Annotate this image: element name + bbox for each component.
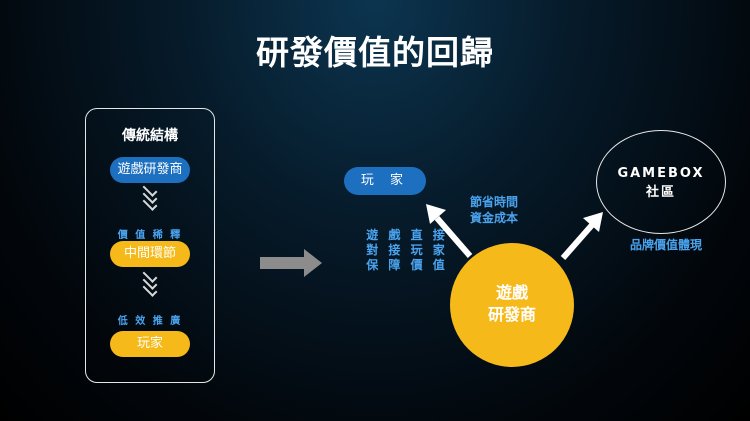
direct-connection-text: 遊 戲 直 接 對 接 玩 家 保 障 價 值 — [366, 228, 448, 272]
chevron-down-icon — [142, 182, 158, 216]
developer-circle-label: 遊戲 研發商 — [487, 283, 536, 324]
gamebox-community-circle — [596, 130, 726, 234]
traditional-structure-panel — [85, 108, 215, 383]
arrow-up-right-icon — [560, 212, 603, 260]
traditional-structure-heading: 傳統結構 — [122, 128, 178, 144]
player-pill: 玩 家 — [344, 167, 426, 195]
brand-value-label: 品牌價值體現 — [629, 238, 702, 252]
savings-text: 節省時間 資金成本 — [469, 195, 518, 225]
gamebox-community-label: GAMEBOX 社區 — [617, 166, 705, 200]
chevron-down-icon — [142, 268, 158, 302]
arrow-right-icon — [260, 249, 322, 277]
player-pill-traditional: 玩家 — [110, 331, 190, 357]
page-title: 研發價值的回歸 — [256, 33, 494, 72]
value-dilution-label: 價 值 稀 釋 — [117, 230, 183, 241]
middleman-pill: 中間環節 — [110, 241, 190, 267]
arrow-up-left-icon — [426, 204, 473, 258]
inefficient-promotion-label: 低 效 推 廣 — [117, 316, 183, 327]
developer-circle — [450, 243, 574, 367]
developer-pill: 遊戲研發商 — [110, 157, 190, 183]
